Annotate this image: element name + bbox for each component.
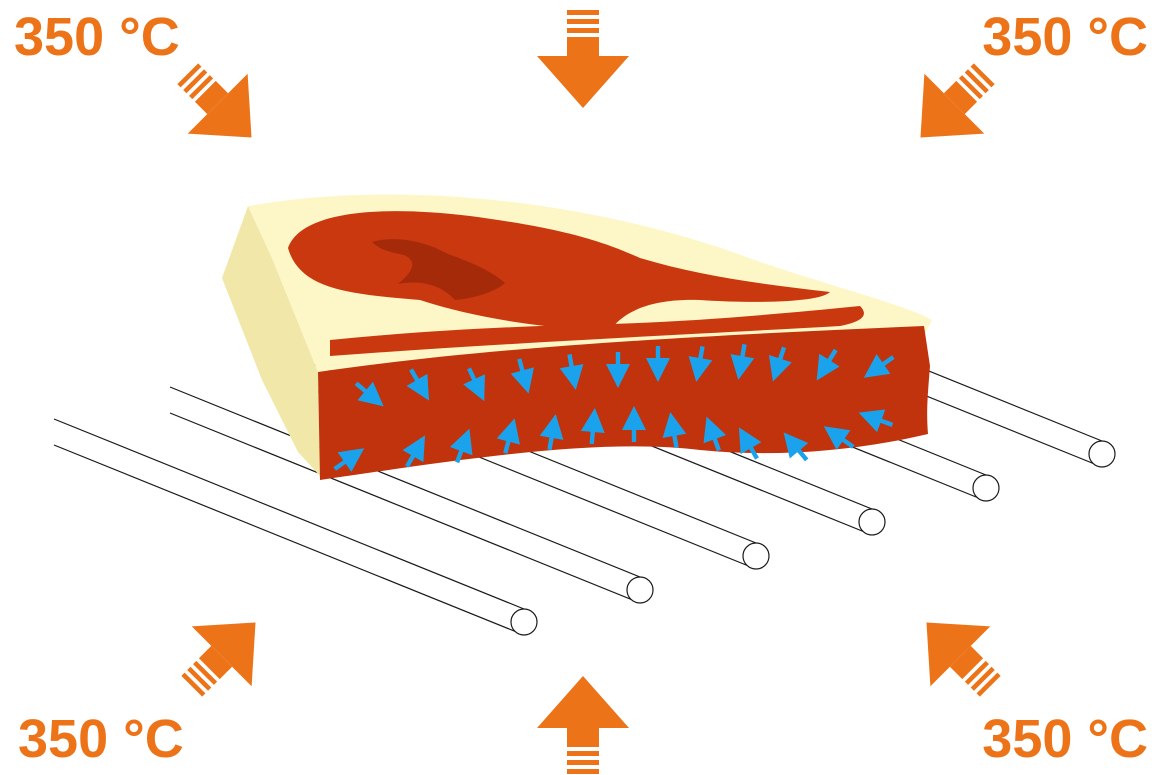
heat-arrow-top-left — [157, 43, 282, 168]
heat-arrow-bottom — [537, 676, 629, 774]
grill-bar — [169, 386, 654, 604]
heat-arrow-bottom-right — [896, 592, 1021, 717]
grill-bar — [53, 418, 538, 636]
temperature-label-bottom-right: 350 °C — [982, 709, 1148, 769]
steak-lean-meat — [288, 211, 830, 330]
steak — [222, 194, 932, 480]
fat-edge-left — [222, 206, 320, 476]
temperature-label-bottom-left: 350 °C — [18, 709, 184, 769]
heat-arrow-bottom-left — [161, 592, 286, 717]
temperature-label-top-right: 350 °C — [982, 7, 1148, 67]
heat-arrow-top — [537, 10, 629, 108]
steak-lean-strip — [330, 306, 864, 356]
heat-arrow-top-right — [890, 43, 1015, 168]
steak-marbling — [372, 239, 505, 300]
temperature-label-top-left: 350 °C — [14, 7, 180, 67]
